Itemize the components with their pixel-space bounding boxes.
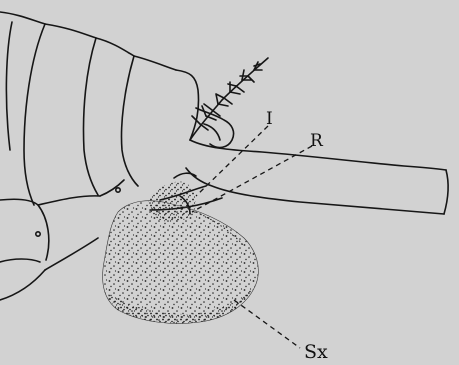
stippled-sac bbox=[103, 201, 259, 324]
label-r: R bbox=[310, 131, 324, 151]
cercus bbox=[150, 70, 448, 214]
feathered-bristle bbox=[190, 58, 268, 147]
leader-i bbox=[196, 126, 268, 196]
label-i: I bbox=[266, 109, 273, 129]
label-sx: Sx bbox=[304, 341, 328, 363]
leader-sx bbox=[234, 300, 300, 348]
